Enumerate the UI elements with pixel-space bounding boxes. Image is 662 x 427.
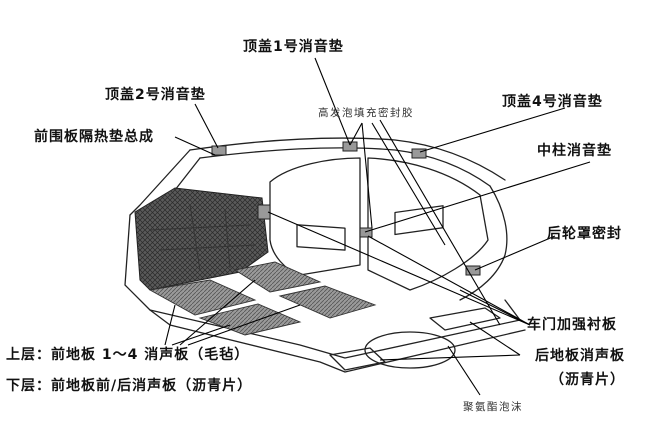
door-reinforcement-mark bbox=[257, 204, 271, 220]
front-door-opening bbox=[269, 157, 361, 276]
a-pillar bbox=[129, 149, 191, 216]
label-foam-sealant: 高发泡填充密封胶 bbox=[318, 107, 414, 119]
label-door-reinforcement: 车门加强衬板 bbox=[527, 317, 617, 333]
rear-floor-plate-2 bbox=[329, 347, 386, 371]
label-roof-pad-1: 顶盖1号消音垫 bbox=[243, 39, 344, 55]
label-upper-floor: 上层：前地板 1～4 消声板（毛毡） bbox=[6, 347, 250, 363]
label-dash-insulator: 前围板隔热垫总成 bbox=[34, 129, 154, 145]
leader-lines bbox=[164, 57, 591, 396]
front-door-window bbox=[296, 224, 346, 251]
roof-pad-4-mark bbox=[411, 148, 427, 159]
roof-pad-2-mark bbox=[211, 145, 227, 156]
floor-pad-1 bbox=[148, 279, 257, 316]
rear-floor-plate-1 bbox=[429, 307, 501, 331]
label-pu-foam: 聚氨酯泡沫 bbox=[463, 401, 523, 413]
floor-pad-4 bbox=[278, 285, 377, 319]
floor-pad-3 bbox=[233, 261, 322, 293]
roof-inner-outline bbox=[199, 147, 491, 187]
wheelhouse-seal-mark bbox=[465, 265, 481, 276]
rear-door-window bbox=[394, 205, 444, 236]
roof-pad-1-mark bbox=[342, 141, 358, 152]
rear-body bbox=[459, 185, 508, 301]
label-rear-floor-2: （沥青片） bbox=[550, 372, 625, 388]
rear-door-opening bbox=[367, 157, 489, 291]
label-pillar-pad: 中柱消音垫 bbox=[537, 143, 612, 159]
label-lower-floor: 下层：前地板前/后消声板（沥青片） bbox=[6, 378, 253, 394]
a-pillar-inner bbox=[174, 157, 201, 191]
label-roof-pad-2: 顶盖2号消音垫 bbox=[105, 87, 206, 103]
dash-detail bbox=[149, 204, 256, 271]
spare-wheel-well bbox=[364, 331, 456, 369]
label-roof-pad-4: 顶盖4号消音垫 bbox=[502, 94, 603, 110]
label-rear-floor-1: 后地板消声板 bbox=[535, 348, 625, 364]
pillar-pad-mark bbox=[359, 227, 373, 238]
floor-lower-edge bbox=[149, 309, 526, 373]
label-wheelhouse-seal: 后轮罩密封 bbox=[547, 226, 622, 242]
